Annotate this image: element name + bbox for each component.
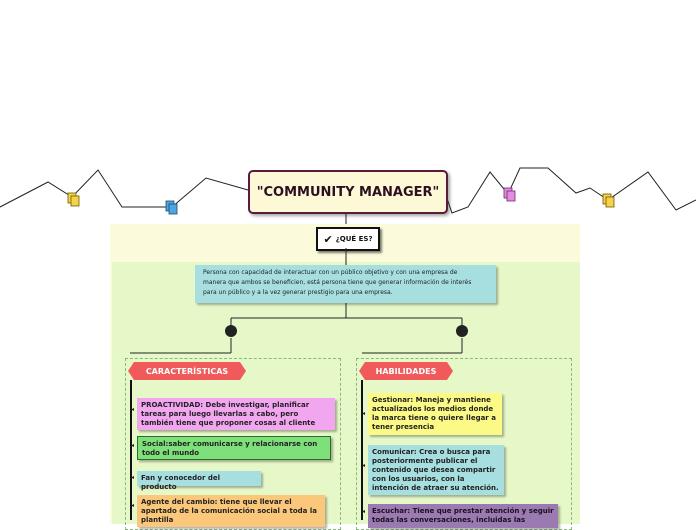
bullet-icon: ◂ <box>131 474 135 481</box>
document-icon <box>602 193 615 208</box>
question-node[interactable]: ✔ ¿QUÉ ES? <box>316 227 380 251</box>
main-topic-title[interactable]: "COMMUNITY MANAGER" <box>248 170 448 214</box>
skills-label[interactable]: HABILIDADES <box>359 362 453 380</box>
right-tree-line <box>361 380 363 520</box>
characteristic-item[interactable]: PROACTIVIDAD: Debe investigar, planifica… <box>137 398 335 430</box>
characteristics-label[interactable]: CARACTERÍSTICAS <box>128 362 246 380</box>
document-icon <box>165 200 178 215</box>
bullet-icon: ◂ <box>362 410 366 417</box>
definition-node[interactable]: Persona con capacidad de interactuar con… <box>195 265 496 303</box>
branch-node-left[interactable] <box>225 325 237 337</box>
question-label: ¿QUÉ ES? <box>335 235 373 243</box>
bullet-icon: ◂ <box>362 508 366 515</box>
bullet-icon: ◂ <box>362 462 366 469</box>
characteristic-item[interactable]: Social:saber comunicarse y relacionarse … <box>137 436 331 460</box>
skill-item[interactable]: Comunicar: Crea o busca para posteriorme… <box>368 445 504 495</box>
skill-item[interactable]: Escuchar: Tiene que prestar atención y s… <box>368 504 558 528</box>
bullet-icon: ◂ <box>131 442 135 449</box>
bullet-icon: ◂ <box>131 406 135 413</box>
left-tree-line <box>130 380 132 520</box>
characteristic-item[interactable]: Fan y conocedor del producto <box>137 471 261 491</box>
skill-item[interactable]: Gestionar: Maneja y mantiene actualizado… <box>368 393 502 435</box>
document-icon <box>503 187 516 202</box>
document-icon <box>67 192 80 207</box>
checkmark-icon: ✔ <box>323 232 333 246</box>
branch-node-right[interactable] <box>456 325 468 337</box>
bullet-icon: ◂ <box>131 502 135 509</box>
characteristic-item[interactable]: Agente del cambio: tiene que llevar el a… <box>137 495 325 527</box>
